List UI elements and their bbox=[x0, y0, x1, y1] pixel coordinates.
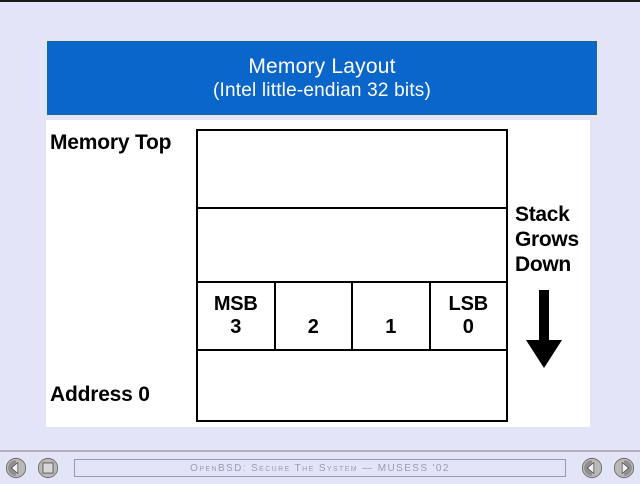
byte-cell-1: 1 bbox=[353, 283, 431, 349]
stack-note-line-1: Stack bbox=[515, 203, 570, 226]
memory-row-empty-bottom bbox=[198, 351, 506, 420]
down-arrow-icon bbox=[526, 290, 562, 368]
byte-cell-1-number: 1 bbox=[385, 316, 397, 338]
status-bar-text: OpenBSD: Secure The System — MUSESS '02 bbox=[190, 462, 450, 474]
memory-layout-table: MSB 3 2 1 LSB 0 bbox=[196, 129, 508, 422]
address-zero-label: Address 0 bbox=[50, 383, 150, 406]
slide-title-banner: Memory Layout (Intel little-endian 32 bi… bbox=[46, 40, 598, 116]
stack-note-line-3: Down bbox=[515, 253, 571, 276]
byte-cell-0-tag: LSB bbox=[448, 293, 489, 315]
byte-cell-3-number: 3 bbox=[230, 316, 242, 338]
page-subtitle: (Intel little-endian 32 bits) bbox=[212, 79, 432, 101]
previous-slide-button[interactable] bbox=[5, 457, 27, 479]
memory-row-empty-upper bbox=[198, 209, 506, 283]
byte-cell-2-number: 2 bbox=[307, 316, 319, 338]
slideshow-control-bar: OpenBSD: Secure The System — MUSESS '02 bbox=[0, 450, 640, 484]
status-bar-field[interactable]: OpenBSD: Secure The System — MUSESS '02 bbox=[74, 459, 566, 477]
memory-top-label: Memory Top bbox=[50, 131, 172, 154]
memory-row-empty-top bbox=[198, 131, 506, 209]
stack-grows-down-note: Stack Grows Down bbox=[515, 202, 589, 277]
byte-cell-3-tag: MSB bbox=[213, 293, 258, 315]
byte-cell-3: MSB 3 bbox=[198, 283, 276, 349]
memory-row-bytes: MSB 3 2 1 LSB 0 bbox=[198, 283, 506, 351]
next-slide-button[interactable] bbox=[613, 457, 635, 479]
byte-cell-2: 2 bbox=[276, 283, 353, 349]
back-button[interactable] bbox=[581, 457, 603, 479]
stop-button[interactable] bbox=[37, 457, 59, 479]
page-title: Memory Layout bbox=[248, 54, 396, 78]
stack-note-line-2: Grows bbox=[515, 228, 579, 251]
byte-cell-0: LSB 0 bbox=[431, 283, 507, 349]
byte-cell-0-number: 0 bbox=[462, 316, 474, 338]
